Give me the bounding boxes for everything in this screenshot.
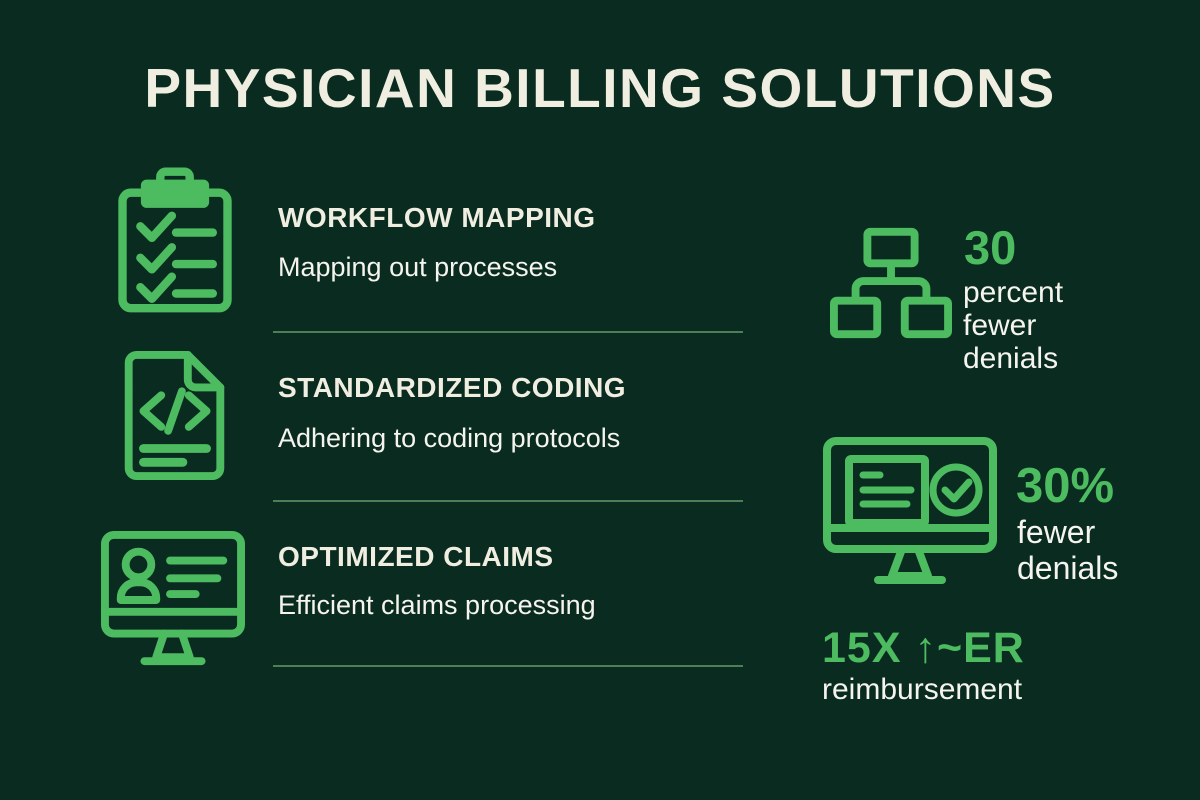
stat-label: percent fewer denials <box>963 276 1063 375</box>
divider <box>273 331 743 333</box>
monitor-check-icon <box>822 436 998 588</box>
service-description: Efficient claims processing <box>278 590 596 620</box>
stat-value: 30 <box>964 221 1017 274</box>
stat-label: reimbursement <box>822 673 1023 706</box>
stat-value: 30% <box>1016 459 1115 513</box>
stat-label-line: fewer <box>1017 514 1096 550</box>
stat-label-line: denials <box>1017 550 1119 586</box>
service-title: OPTIMIZED CLAIMS <box>278 541 554 572</box>
service-description: Adhering to coding protocols <box>278 423 621 453</box>
stat-label: fewer denials <box>1017 514 1118 586</box>
page-title: PHYSICIAN BILLING SOLUTIONS <box>144 57 1056 119</box>
clipboard-checklist-icon <box>112 167 238 315</box>
divider <box>273 500 743 502</box>
service-description: Mapping out processes <box>278 252 558 282</box>
stat-label-line: fewer <box>963 309 1037 342</box>
stat-value: 15X ↑~ER <box>822 624 1025 672</box>
divider <box>273 665 743 667</box>
stat-label-line: denials <box>963 342 1059 375</box>
org-chart-icon <box>830 222 952 344</box>
stat-label-line: percent <box>963 276 1064 309</box>
service-title: WORKFLOW MAPPING <box>278 202 596 233</box>
monitor-user-icon <box>99 529 247 671</box>
code-document-icon <box>114 349 236 482</box>
service-title: STANDARDIZED CODING <box>278 372 627 403</box>
